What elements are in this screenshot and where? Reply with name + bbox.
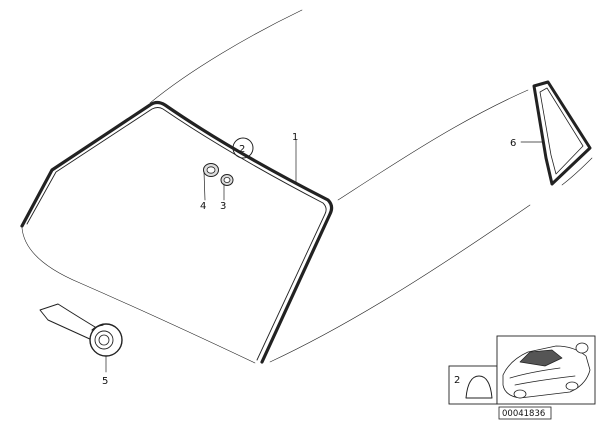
callout-3: 3 (220, 201, 226, 212)
inset-panel: 2 00041836 (448, 335, 596, 420)
callout-4: 4 (200, 201, 206, 212)
car-thumbnail-icon (502, 342, 591, 399)
inset-kit-label: 2 (454, 375, 460, 386)
adhesive-tape-roll (39, 303, 123, 357)
callout-2: 2 (239, 144, 245, 155)
callout-6: 6 (510, 138, 516, 149)
callout-5: 5 (102, 376, 108, 387)
callout-1: 1 (292, 132, 298, 143)
inset-code: 00041836 (502, 409, 545, 419)
body-outline-lines (149, 9, 593, 363)
callout-2-circle (232, 137, 254, 159)
windscreen (20, 100, 334, 364)
cap-large (203, 163, 219, 177)
kit-dome-icon (465, 375, 493, 399)
cap-small (220, 174, 234, 186)
side-window (532, 80, 592, 186)
inset-code-box (498, 406, 552, 420)
leader-lines (105, 139, 545, 373)
